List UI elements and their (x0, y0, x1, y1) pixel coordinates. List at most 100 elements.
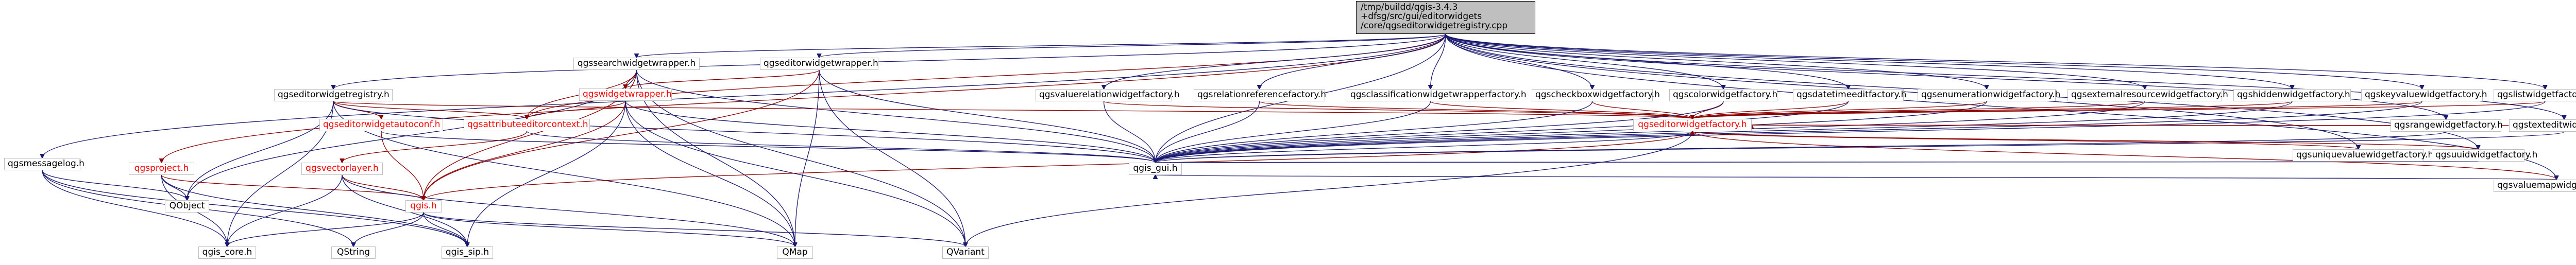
node-hiddenwidgetfactory[interactable]: qgshiddenwidgetfactory.h (2233, 89, 2351, 101)
node-relationreferencefactory[interactable]: qgsrelationreferencefactory.h (1194, 89, 1326, 101)
node-messagelog[interactable]: qgsmessagelog.h (4, 158, 84, 170)
node-enumerationwidgetfactory[interactable]: qgsenumerationwidgetfactory.h (1918, 89, 2060, 101)
edge-color-to-qgisgui (1156, 101, 1724, 163)
node-valuemapwidgetfactory[interactable]: qgsvaluemapwidgetfactory.h (2494, 180, 2576, 192)
node-qstring[interactable]: QString (331, 246, 376, 259)
node-attributeeditorcontext[interactable]: qgsattributeeditorcontext.h (464, 119, 590, 131)
edge-searchwidgetwrapper-to-qvariant (636, 69, 966, 246)
node-project[interactable]: qgsproject.h (129, 163, 194, 175)
node-externalresourcewidgetfactory[interactable]: qgsexternalresourcewidgetfactory.h (2067, 89, 2228, 101)
root-line-2: +dfsg/src/gui/editorwidgets (1361, 11, 1482, 22)
edge-root-to-checkbox (1445, 33, 1592, 89)
edge-widgetwrapper-to-qmap (625, 100, 795, 246)
edge-qgis-to-qgscore (227, 212, 424, 246)
node-keyvaluewidgetfactory[interactable]: qgskeyvaluewidgetfactory.h (2361, 89, 2487, 101)
root-line-1: /tmp/buildd/qgis-3.4.3 (1361, 2, 1458, 12)
edge-root-to-color (1445, 33, 1723, 89)
edge-hidden-to-qgisgui (1156, 101, 2293, 163)
node-checkboxwidgetfactory[interactable]: qgscheckboxwidgetfactory.h (1532, 89, 1660, 101)
edge-qgis-to-qgissip (423, 212, 467, 246)
edge-root-to-valuerelation (1104, 33, 1446, 89)
edge-attributeeditorcontext-to-qgisgui (526, 131, 1156, 163)
edge-editorwidgetwrapper-to-qgis (423, 69, 820, 200)
node-editorwidgetfactory[interactable]: qgseditorwidgetfactory.h (1633, 119, 1752, 131)
edge-attributeeditorcontext-to-vectorlayer (342, 131, 528, 163)
edge-root-to-classification (1431, 33, 1446, 89)
edge-qgis-to-qstring (353, 212, 424, 246)
node-qgis[interactable]: qgis.h (405, 200, 442, 213)
node-qgissip[interactable]: qgis_sip.h (442, 246, 493, 259)
node-widgetwrapper[interactable]: qgswidgetwrapper.h (579, 89, 672, 101)
edge-root-to-list (1445, 33, 2545, 89)
node-qvariant[interactable]: QVariant (942, 246, 989, 259)
edge-externalresource-to-qgisgui (1156, 101, 2145, 163)
node-listwidgetfactory[interactable]: qgslistwidgetfactory.h (2494, 89, 2576, 101)
node-classificationwidgetwrapperfactory[interactable]: qgsclassificationwidgetwrapperfactory.h (1347, 89, 1527, 101)
edge-list-to-editorwidgetfactory (1692, 101, 2546, 119)
edge-root-to-keyvalue (1445, 33, 2422, 89)
edge-root-to-messagelog (42, 33, 1446, 158)
edge-classification-to-qgisgui (1156, 101, 1431, 163)
node-datetimeeditfactory[interactable]: qgsdatetimeeditfactory.h (1793, 89, 1906, 101)
edge-editorwidgetautoconf-to-qgisgui (381, 131, 1156, 163)
edge-hidden-to-editorwidgetfactory (1692, 101, 2293, 119)
edge-vectorlayer-to-qgscore (227, 174, 343, 246)
edge-editorwidgetfactory-to-qgis (423, 131, 1693, 200)
edge-searchwidgetwrapper-to-qobject (187, 69, 637, 200)
edge-checkbox-to-editorwidgetfactory (1591, 101, 1693, 119)
edge-root-to-relationreference (1260, 33, 1446, 89)
edge-checkbox-to-qgisgui (1156, 101, 1593, 163)
edge-editorwidgetregistry-to-attributeeditorcontext (333, 101, 527, 119)
edge-uuid-to-qgisgui (1156, 162, 2479, 163)
edge-datetime-to-editorwidgetfactory (1692, 101, 1849, 119)
edge-root-to-searchwidgetwrapper (637, 33, 1446, 58)
edge-keyvalue-to-qgisgui (1156, 101, 2422, 163)
edge-keyvalue-to-editorwidgetfactory (1692, 101, 2422, 119)
node-colorwidgetfactory[interactable]: qgscolorwidgetfactory.h (1669, 89, 1777, 101)
edge-classification-to-editorwidgetfactory (1430, 101, 1693, 119)
edge-root-to-editorwidgetwrapper (819, 33, 1446, 58)
edge-widgetwrapper-to-qgisgui (625, 100, 1156, 163)
edge-editorwidgetwrapper-to-qgisgui (819, 69, 1156, 163)
edge-searchwidgetwrapper-to-qgisgui (636, 69, 1156, 163)
edge-qgis-to-qmap (423, 212, 795, 246)
edge-list-to-qgisgui (1156, 101, 2546, 163)
node-vectorlayer[interactable]: qgsvectorlayer.h (301, 163, 383, 175)
edge-root-to-externalresource (1445, 33, 2145, 89)
node-texteditwidgetfactory[interactable]: qgstexteditwidgetfactory.h (2509, 119, 2576, 132)
edge-externalresource-to-editorwidgetfactory (1692, 101, 2145, 119)
edge-editorwidgetregistry-to-qgisgui (333, 101, 1156, 163)
edge-root-to-textedit (1445, 33, 2564, 119)
edge-widgetwrapper-to-attributeeditorcontext (527, 100, 626, 119)
node-qmap[interactable]: QMap (777, 246, 813, 259)
node-qobject[interactable]: QObject (165, 200, 209, 213)
edge-project-to-qgissip (161, 174, 468, 246)
edge-relationreference-to-editorwidgetfactory (1259, 101, 1693, 119)
root-line-3: /core/qgseditorwidgetregistry.cpp (1361, 21, 1508, 31)
node-editorwidgetwrapper[interactable]: qgseditorwidgetwrapper.h (760, 58, 878, 70)
edge-editorwidgetwrapper-to-qmap (795, 69, 820, 246)
node-root-file[interactable]: /tmp/buildd/qgis-3.4.3 +dfsg/src/gui/edi… (1356, 1, 1535, 34)
node-editorwidgetregistry[interactable]: qgseditorwidgetregistry.h (274, 89, 393, 101)
edge-widgetwrapper-to-qgissip (467, 100, 626, 246)
node-qgscore[interactable]: qgis_core.h (198, 246, 256, 259)
node-uuidwidgetfactory[interactable]: qgsuuidwidgetfactory.h (2432, 149, 2537, 162)
edge-editorwidgetautoconf-to-qgis (381, 131, 423, 200)
edge-valuemap-to-qgisgui (1156, 175, 2557, 180)
node-rangewidgetfactory[interactable]: qgsrangewidgetfactory.h (2391, 119, 2503, 132)
edge-relationreference-to-qgisgui (1156, 101, 1260, 163)
edge-editorwidgetfactory-to-qgisgui (1156, 131, 1693, 163)
node-searchwidgetwrapper[interactable]: qgssearchwidgetwrapper.h (573, 58, 700, 70)
node-uniquevaluewidgetfactory[interactable]: qgsuniquevaluewidgetfactory.h (2293, 149, 2433, 162)
node-editorwidgetautoconf[interactable]: qgseditorwidgetautoconf.h (319, 119, 443, 131)
edge-valuerelation-to-qgisgui (1103, 101, 1156, 163)
edge-root-to-range (1445, 33, 2446, 119)
edge-messagelog-to-qgissip (42, 170, 467, 246)
edge-enumeration-to-editorwidgetfactory (1692, 101, 1987, 119)
edge-root-to-editorwidgetregistry (333, 33, 1446, 89)
edge-editorwidgetregistry-to-editorwidgetfactory (333, 101, 1692, 119)
node-valuerelationwidgetfactory[interactable]: qgsvaluerelationwidgetfactory.h (1036, 89, 1180, 101)
edge-messagelog-to-qgscore (42, 170, 227, 246)
node-qgisgui[interactable]: qgis_gui.h (1129, 163, 1182, 175)
edge-valuemap-to-editorwidgetfactory (1692, 131, 2557, 180)
